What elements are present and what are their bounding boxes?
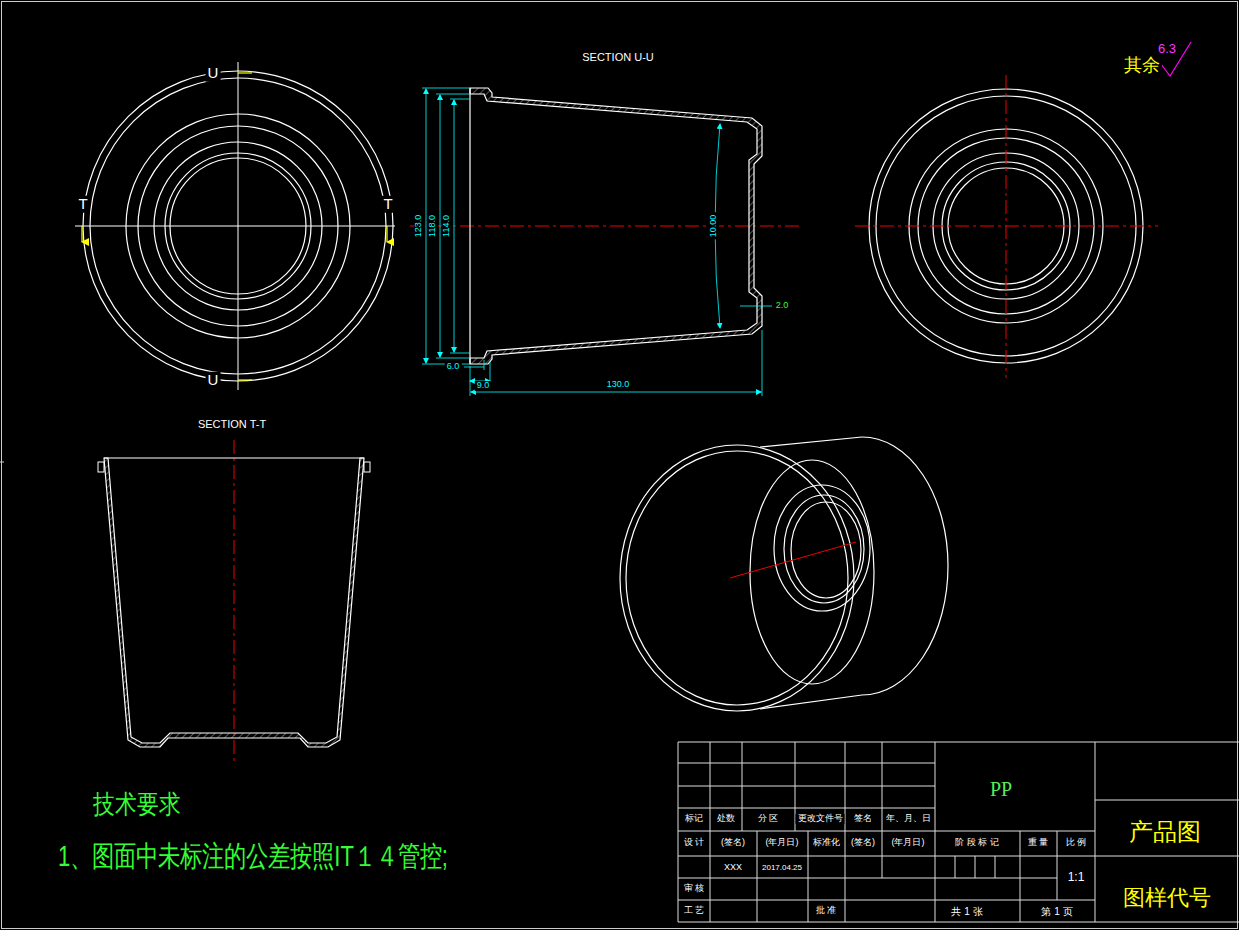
view-title: SECTION U-U (580, 51, 656, 63)
dimension: 123.0 (414, 213, 424, 240)
section-letter: T (76, 196, 89, 213)
section-letter: T (381, 196, 394, 213)
title-cell: 年、月、日 (884, 814, 933, 824)
view-title: SECTION T-T (196, 418, 268, 430)
drawing-name: 产品图 (1127, 819, 1203, 845)
dimension: 9.0 (475, 381, 492, 391)
dimension: 6.0 (445, 362, 462, 372)
title-cell: 阶 段 标 记 (953, 838, 1001, 848)
material: PP (988, 778, 1014, 800)
title-cell: (年月日) (764, 838, 801, 848)
title-cell: 2017.04.25 (760, 864, 804, 873)
dimension: 10.00 (709, 213, 719, 240)
title-cell: 批 准 (814, 906, 839, 916)
title-cell: 处数 (715, 814, 737, 824)
dimension: 114.0 (442, 213, 452, 239)
title-cell: 重 量 (1026, 838, 1051, 848)
title-cell: 设 计 (682, 838, 707, 848)
title-cell: (签名) (849, 838, 877, 848)
title-cell: (签名) (719, 838, 747, 848)
title-cell: 工 艺 (682, 906, 707, 916)
title-cell: 更改文件号 (796, 814, 845, 824)
title-cell: 标记 (683, 814, 705, 824)
title-cell: 审 核 (682, 884, 707, 894)
title-cell: 比 例 (1064, 838, 1089, 848)
title-cell: 第 1 页 (1039, 906, 1074, 917)
title-cell: 分 区 (756, 814, 781, 824)
title-cell: 共 1 张 (949, 906, 984, 917)
dimension: 2.0 (774, 301, 791, 311)
notes-heading: 技术要求 (91, 790, 183, 819)
dimension: 118.0 (428, 213, 438, 239)
scale-value: 1:1 (1066, 871, 1087, 884)
drawing-number: 图样代号 (1121, 886, 1213, 910)
dimension: 130.0 (605, 380, 632, 390)
roughness-note: 其余 (1122, 56, 1162, 76)
title-cell: XXX (722, 863, 744, 873)
section-letter: U (206, 65, 221, 82)
note-text: 1、图面中未标注的公差按照IT１４管控; (56, 841, 450, 872)
section-letter: U (206, 372, 221, 389)
roughness-value: 6.3 (1156, 42, 1178, 56)
title-cell: (年月日) (890, 838, 927, 848)
title-cell: 签名 (852, 814, 874, 824)
title-cell: 标准化 (811, 838, 842, 848)
